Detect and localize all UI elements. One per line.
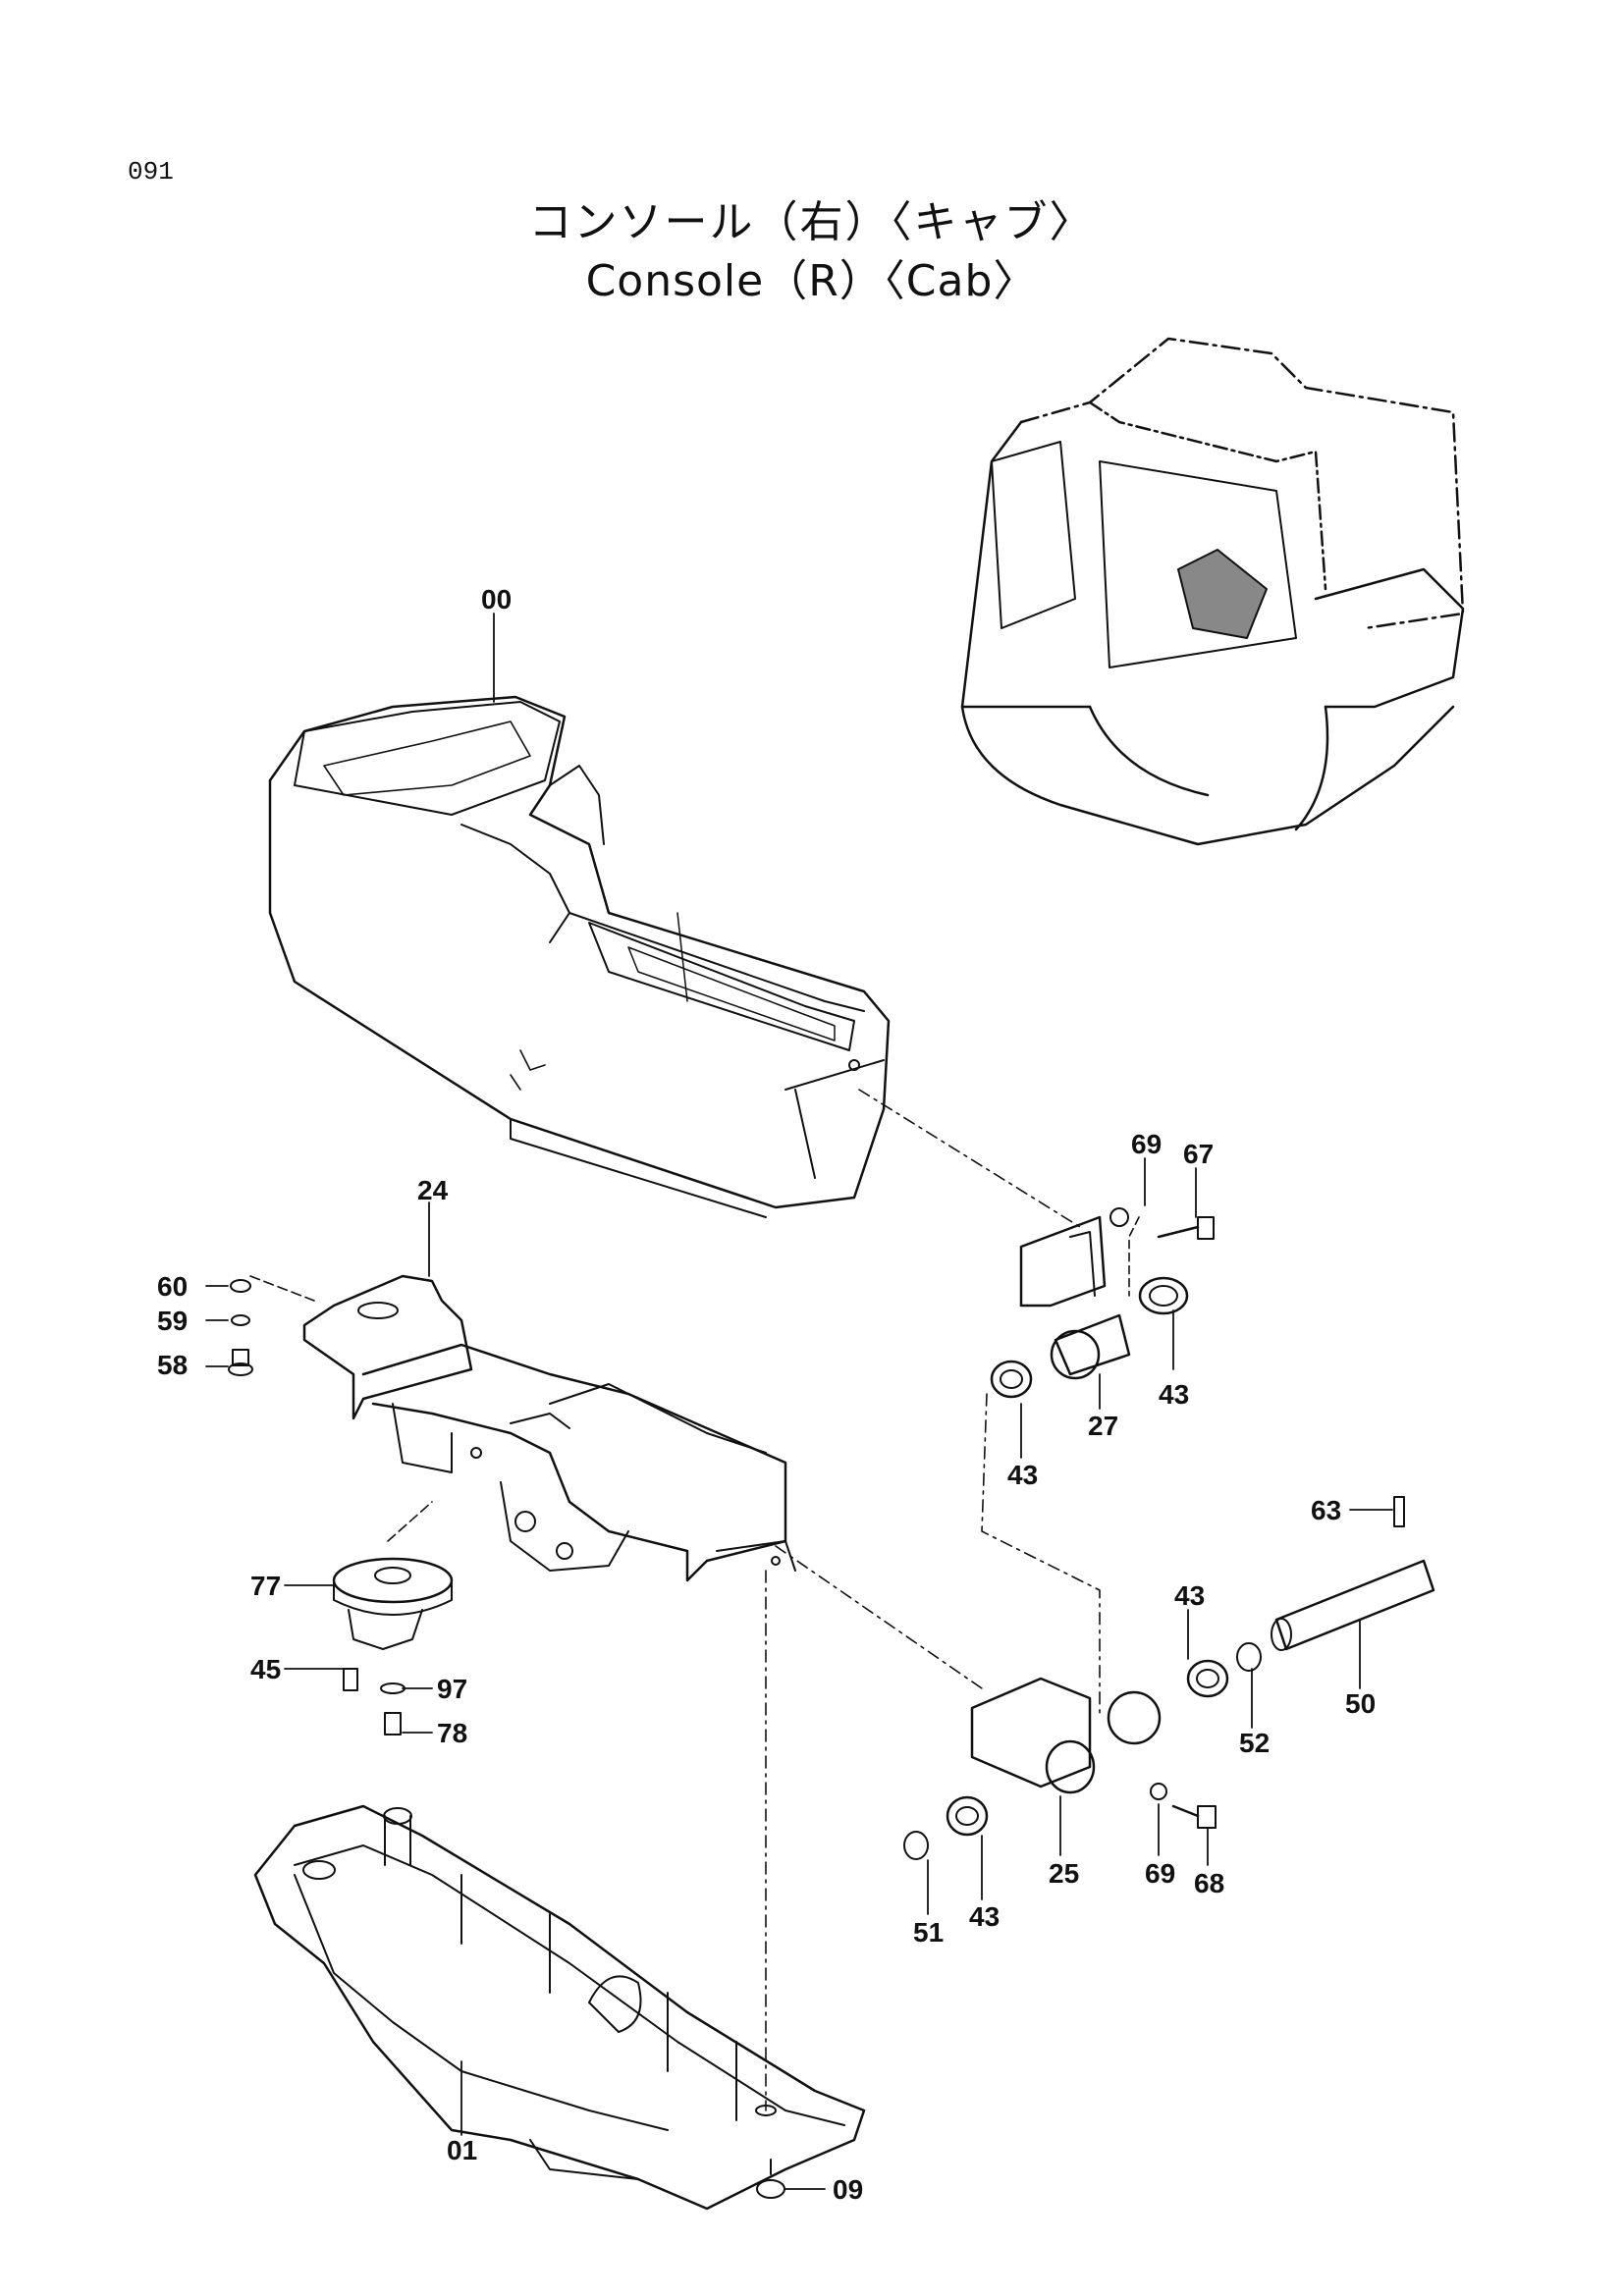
callout-59: 59 (157, 1306, 188, 1336)
callout-58: 58 (157, 1350, 188, 1380)
callout-45: 45 (250, 1654, 281, 1684)
page-number: 091 (128, 157, 174, 187)
callout-43-upper-left: 43 (1007, 1460, 1038, 1490)
callout-43-middle: 43 (1174, 1580, 1205, 1611)
callout-69-upper: 69 (1131, 1129, 1162, 1159)
callout-00: 00 (481, 584, 512, 614)
pin-50 (1271, 1496, 1435, 1651)
callout-69-lower: 69 (1145, 1858, 1175, 1889)
callout-25: 25 (1049, 1858, 1079, 1889)
title-english: Console（R）〈Cab〉 (585, 256, 1038, 306)
callout-43-upper-right: 43 (1159, 1379, 1189, 1410)
callout-labels: 00 24 60 59 58 69 67 43 27 43 63 43 50 5… (157, 584, 1376, 2205)
callout-09: 09 (833, 2174, 863, 2205)
callout-68: 68 (1194, 1868, 1224, 1898)
title-japanese: コンソール（右）〈キャブ〉 (528, 197, 1095, 247)
callout-27: 27 (1088, 1411, 1118, 1441)
callout-78: 78 (437, 1718, 467, 1748)
hinge-bracket-upper (990, 1207, 1215, 1399)
callout-01: 01 (447, 2135, 477, 2165)
assembly-leader-lines (249, 1089, 1140, 2111)
support-frame-bracket (302, 1274, 796, 1582)
callout-51: 51 (913, 1917, 944, 1948)
cab-inset-illustration (960, 337, 1465, 846)
fasteners-58-59-60 (228, 1279, 253, 1376)
callout-67: 67 (1183, 1139, 1214, 1169)
console-lower-cover (253, 1804, 866, 2211)
callout-24: 24 (417, 1175, 449, 1205)
callout-52: 52 (1239, 1728, 1270, 1758)
hinge-bracket-lower (903, 1642, 1262, 1860)
callout-43-lower: 43 (969, 1901, 1000, 1932)
callout-60: 60 (157, 1271, 188, 1302)
mount-plate-77 (332, 1501, 454, 1735)
callout-63: 63 (1311, 1495, 1341, 1525)
console-upper-housing (268, 695, 891, 1218)
callout-leaders (205, 613, 1393, 2190)
callout-50: 50 (1345, 1688, 1376, 1719)
callout-97: 97 (437, 1674, 467, 1704)
callout-77: 77 (250, 1571, 281, 1601)
